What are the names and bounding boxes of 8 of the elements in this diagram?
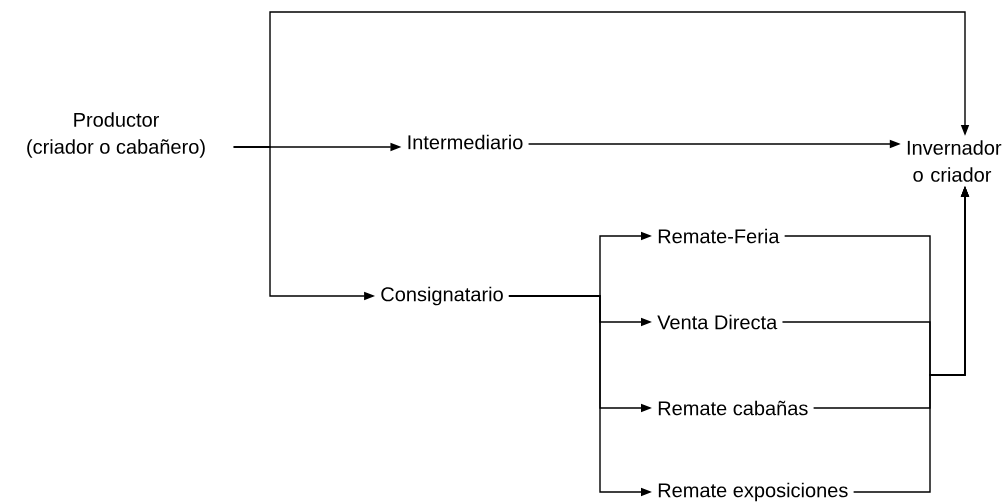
text-label: Consignatario — [381, 286, 503, 306]
text-label: Remate cabañas — [658, 400, 808, 416]
text-label: Invernador o criador — [907, 140, 1002, 182]
text-label: Remate-Feria — [658, 228, 780, 244]
text-label: Venta Directa — [657, 314, 778, 330]
text-label: Intermediario — [408, 134, 523, 150]
text-label: Productor (criador o cabañero) — [27, 112, 205, 158]
text-label: Remate exposiciones — [658, 482, 848, 502]
